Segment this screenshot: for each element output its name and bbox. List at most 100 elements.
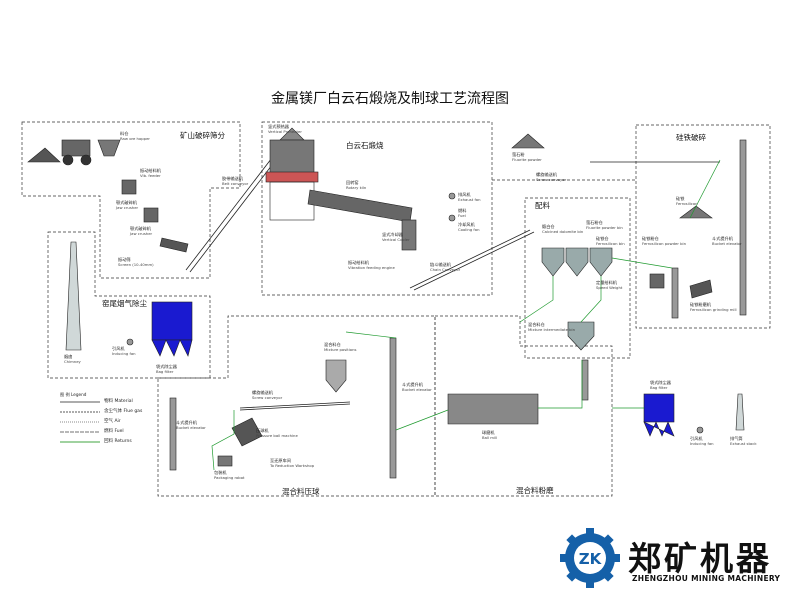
bin-2	[565, 247, 589, 277]
packaging-robot	[217, 455, 233, 467]
ferrosilicon-pile	[679, 205, 713, 219]
section-kiln-tail-dust: 窑尾烟气除尘	[102, 299, 147, 308]
legend-item: 燃料 Fuel	[104, 429, 124, 434]
belt-to-preheater-2	[189, 151, 283, 273]
boundary-mine	[21, 121, 241, 279]
brand-name-cn: 郑矿机器	[628, 539, 772, 578]
screen-unit	[159, 237, 189, 253]
fs-jaw	[649, 273, 665, 289]
section-mine-crushing: 矿山破碎筛分	[180, 131, 225, 140]
preheater-band	[265, 171, 319, 183]
diagram-title: 金属镁厂白云石煅烧及制球工艺流程图	[271, 91, 509, 107]
section-mixed-pressing: 混合料压球	[282, 487, 320, 496]
boundary-ferrosilicon	[635, 124, 771, 329]
fs-grinder	[689, 279, 713, 299]
boundary-calcination	[261, 121, 493, 296]
chain-conveyor-2	[413, 231, 535, 291]
section-calcination: 白云石煅烧	[346, 141, 384, 150]
chimney-1	[65, 241, 82, 351]
section-mixed-grinding: 混合料粉磨	[516, 486, 554, 495]
boundary-pressing	[157, 315, 436, 497]
legend-item: 回料 Returns	[104, 439, 132, 444]
fs-elevator-2	[671, 267, 679, 319]
grinding-elevator-2	[581, 359, 589, 401]
pressure-ball-machine	[231, 417, 263, 447]
bag-filter-2	[643, 393, 675, 423]
bin-1	[541, 247, 565, 277]
preheater-frame	[269, 181, 315, 221]
rotary-kiln	[307, 189, 413, 223]
pressing-elevator	[169, 397, 177, 471]
right-dust-equipment	[643, 393, 745, 437]
grinding-elevator	[389, 337, 397, 479]
section-ferrosilicon-crushing: 硅铁破碎	[676, 133, 706, 142]
screw-pressing-2	[239, 403, 351, 411]
pressing-grinding-equipment	[169, 337, 589, 479]
inducing-fan-2	[696, 426, 704, 434]
bag-filter-2-hoppers	[643, 421, 675, 437]
legend-item: 物料 Material	[104, 399, 133, 404]
chain-conveyor	[409, 229, 531, 289]
fluorite-pile	[511, 133, 545, 149]
section-batching: 配料	[535, 201, 550, 210]
loader-body	[61, 139, 91, 157]
conveyors	[185, 149, 720, 411]
flow-lines-green	[211, 159, 721, 471]
jaw-crusher-1	[121, 179, 137, 195]
batching-equipment	[511, 133, 613, 351]
ball-mill	[447, 393, 539, 425]
bin-3	[589, 247, 613, 277]
loader-wheel2	[80, 154, 92, 166]
jaw-crusher-2	[143, 207, 159, 223]
legend-item: 空气 Air	[104, 419, 121, 424]
ore-pile	[27, 147, 61, 163]
mixture-bin	[567, 321, 595, 351]
calcination-equipment	[265, 127, 456, 251]
zk-logo-icon: ZK	[560, 528, 620, 588]
legend-lines	[60, 401, 100, 443]
fan-1	[448, 192, 456, 200]
boundary-grinding	[434, 315, 613, 497]
exhaust-stack	[735, 393, 745, 431]
ferrosilicon-equipment	[649, 139, 747, 319]
kiln-tail-equipment	[65, 241, 193, 357]
fs-elevator	[739, 139, 747, 316]
logo-text: ZK	[579, 550, 603, 568]
loader-wheel1	[62, 154, 74, 166]
inducing-fan-1	[126, 338, 134, 346]
section-boundaries	[21, 121, 771, 497]
fan-2	[448, 214, 456, 222]
hopper-mine	[97, 139, 121, 157]
